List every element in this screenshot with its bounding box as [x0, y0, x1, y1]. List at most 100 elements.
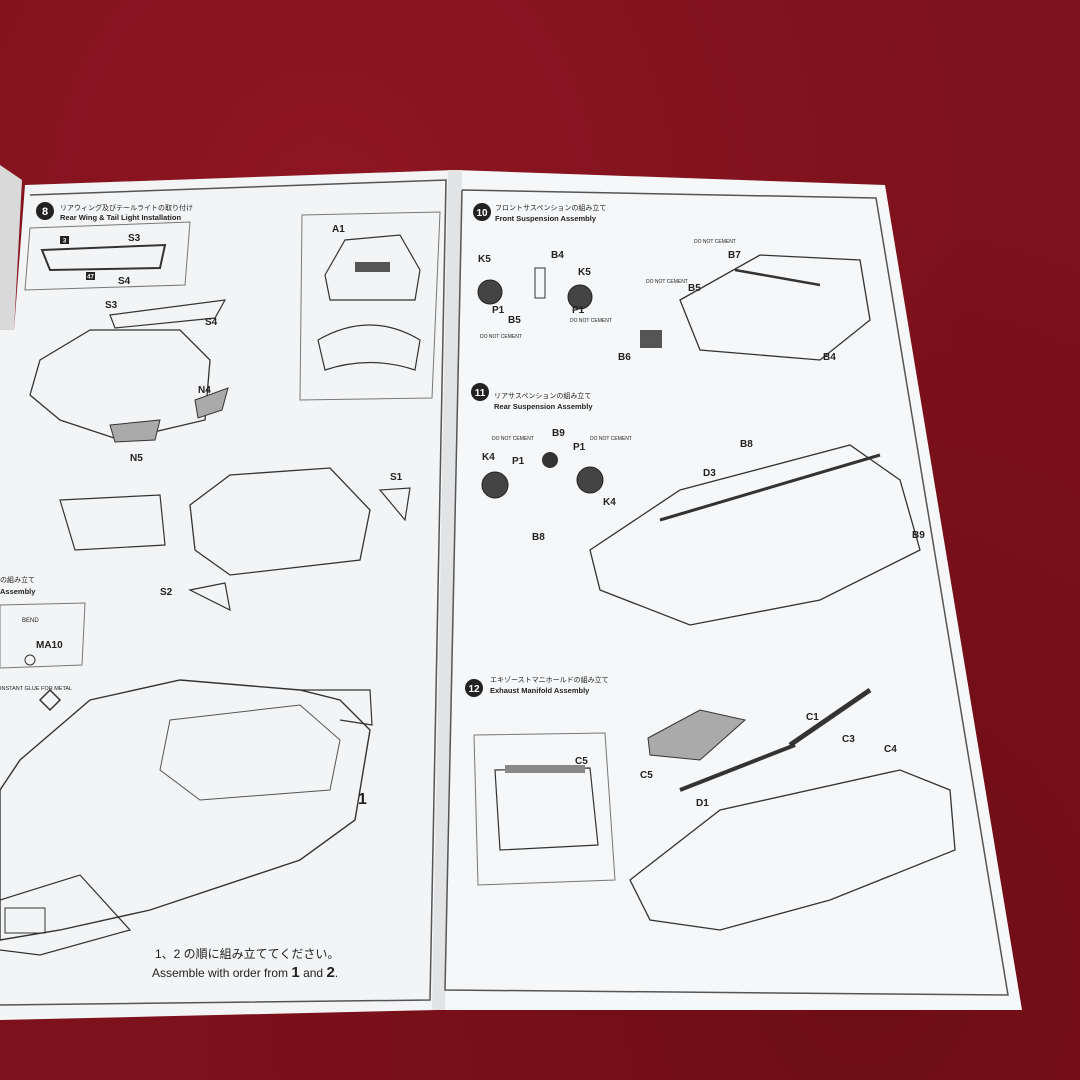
ring-part	[24, 654, 36, 666]
tail-light-right	[194, 387, 229, 419]
no-cement-note-2: DO NOT CEMENT	[646, 279, 688, 285]
a1-box	[299, 211, 441, 401]
part-label-a1: A1	[332, 224, 345, 235]
step10-badge	[473, 203, 491, 221]
mudflap-s1	[378, 487, 411, 522]
wing-drawing	[109, 299, 227, 329]
part-label-k5-right: K5	[578, 267, 591, 278]
part-label-c3: C3	[842, 734, 855, 745]
car-spoiler-drawing	[300, 689, 373, 726]
step11-badge	[471, 383, 489, 401]
part-label-b9b: B9	[912, 530, 925, 541]
part-label-s1: S1	[390, 472, 403, 483]
rear-hub	[542, 452, 558, 468]
part-label-p1b: P1	[572, 305, 585, 316]
license-plate	[355, 262, 390, 272]
step8-badge	[36, 202, 54, 220]
part-number: 47	[87, 275, 94, 281]
brake-disc-right	[567, 284, 593, 310]
wing-part-drawing	[40, 243, 167, 272]
part-label-b4b: B4	[823, 352, 836, 363]
glue-note: INSTANT GLUE FOR METAL	[0, 686, 72, 692]
metal-part-box	[0, 602, 86, 669]
part-number-box	[60, 236, 69, 244]
no-cement-note-3: DO NOT CEMENT	[480, 334, 522, 340]
step12-title-jp: エキゾーストマニホールドの組み立て	[490, 675, 609, 684]
part-label-k4-left: K4	[482, 452, 495, 463]
strut-drawing	[534, 267, 546, 299]
part-label-b9: B9	[552, 428, 565, 439]
stabilizer-bar	[734, 268, 821, 287]
page-fold	[432, 170, 462, 1010]
step11-title-en: Rear Suspension Assembly	[494, 402, 593, 411]
part-label-b8b: B8	[740, 439, 753, 450]
step10-section: 10 フロントサスペンションの組み立て Front Suspension Ass…	[473, 203, 871, 363]
part-label-n5: N5	[130, 453, 143, 464]
car-rear-quarter-drawing	[189, 467, 371, 576]
part-number-box	[86, 272, 95, 280]
part-label-s4b: S4	[205, 317, 218, 328]
part-label-b7: B7	[728, 250, 741, 261]
step12-badge	[465, 679, 483, 697]
heat-shield-box	[473, 732, 616, 886]
heat-shield-c5	[647, 709, 747, 761]
car-rear-drawing	[29, 329, 211, 441]
step10-title-en: Front Suspension Assembly	[495, 214, 597, 223]
step9-title-jp: の組み立て	[0, 575, 35, 584]
step11-number: 11	[475, 388, 486, 399]
car-windows-drawing	[159, 704, 341, 801]
folded-page-edge	[0, 165, 22, 340]
car-body-drawing	[0, 679, 371, 941]
tail-light-left	[109, 419, 161, 443]
footer-en-2: 2	[326, 964, 334, 981]
footer-jp: 1、2 の順に組み立ててください。	[155, 946, 339, 961]
step8-title-en: Rear Wing & Tail Light Installation	[60, 213, 181, 222]
part-label-ma10: MA10	[36, 640, 63, 651]
brake-disc-left	[477, 279, 503, 305]
step12-number: 12	[468, 684, 480, 695]
driveshaft-d3	[659, 453, 881, 522]
part-label-b5b: B5	[688, 283, 701, 294]
footer-en-pre: Assemble with order from	[152, 966, 291, 980]
left-frame	[0, 179, 447, 1006]
step8-title-jp: リアウィング及びテールライトの取り付け	[60, 203, 193, 212]
part-label-s2: S2	[160, 587, 173, 598]
footer-en: Assemble with order from 1 and 2.	[152, 964, 338, 981]
part-label-p1-rear: P1	[512, 456, 525, 467]
part-label-k4-right: K4	[603, 497, 616, 508]
step11-section: 11 リアサスペンションの組み立て Rear Suspension Assemb…	[471, 383, 925, 626]
step9-section: の組み立て Assembly BEND MA10 INSTANT GLUE FO…	[0, 575, 373, 981]
right-page	[437, 170, 1022, 1010]
car-front-lower-drawing	[0, 874, 132, 956]
step9-title-en: Assembly	[0, 587, 36, 596]
footer-en-post: .	[335, 966, 338, 980]
chassis-front-drawing	[679, 254, 871, 361]
part-label-c5-box: C5	[575, 756, 588, 767]
no-cement-note-1: DO NOT CEMENT	[694, 239, 736, 245]
no-cement-note-5: DO NOT CEMENT	[590, 436, 632, 442]
step11-title-jp: リアサスペンションの組み立て	[494, 391, 591, 400]
assembly-order-1: 1	[358, 791, 367, 808]
bumper-drawing	[317, 324, 421, 371]
part-label-s3b: S3	[105, 300, 118, 311]
part-label-b8: B8	[532, 532, 545, 543]
trunk-drawing	[324, 234, 421, 301]
part-number: 3	[63, 239, 67, 245]
part-label-p1-rear-b: P1	[573, 442, 586, 453]
exhaust-pipe-d1	[679, 743, 796, 792]
part-label-c5: C5	[640, 770, 653, 781]
front-grille	[4, 907, 46, 934]
no-cement-note-4: DO NOT CEMENT	[570, 318, 612, 324]
part-label-c1: C1	[806, 712, 819, 723]
step8-number: 8	[42, 206, 48, 218]
part-label-d1: D1	[696, 798, 709, 809]
mudflap-s2	[188, 582, 231, 612]
part-label-k5-left: K5	[478, 254, 491, 265]
step8-section: 8 リアウィング及びテールライトの取り付け Rear Wing & Tail L…	[24, 202, 441, 612]
wing-subassembly-box	[24, 221, 191, 291]
part-label-c4: C4	[884, 744, 897, 755]
chassis-underside-drawing	[629, 769, 956, 931]
step12-title-en: Exhaust Manifold Assembly	[490, 686, 590, 695]
part-label-d3: D3	[703, 468, 716, 479]
